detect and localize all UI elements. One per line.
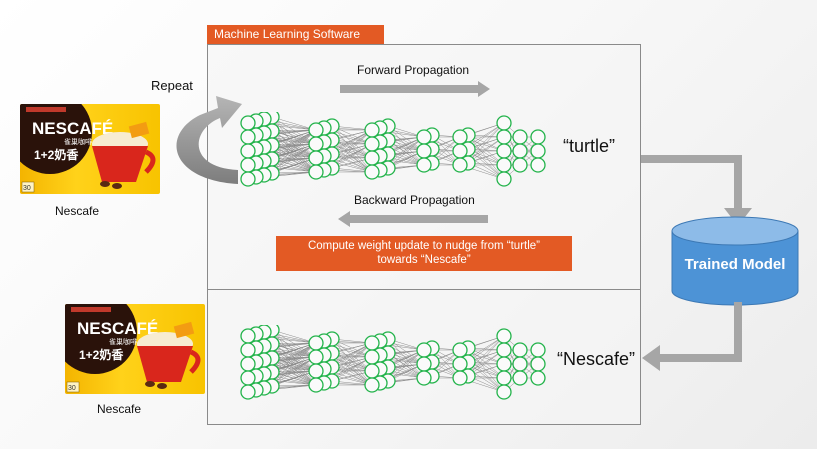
training-input-caption: Nescafe [55, 204, 100, 218]
network-node [496, 129, 512, 145]
network-node [530, 342, 546, 358]
network-node [530, 370, 546, 386]
network-node [452, 370, 468, 386]
network-node [496, 342, 512, 358]
network-node [416, 143, 432, 159]
network-node [308, 335, 324, 351]
network-node [496, 356, 512, 372]
network-node [496, 115, 512, 131]
product-subtitle: 1+2奶香 [79, 347, 123, 362]
neural-network-inference [240, 325, 546, 400]
inference-prediction: “Nescafe” [557, 349, 636, 369]
network-node [240, 356, 256, 372]
network-node [240, 171, 256, 187]
trained-model-label: Trained Model [684, 256, 786, 273]
training-prediction: “turtle” [563, 136, 616, 156]
network-node [240, 143, 256, 159]
product-chinese-brand: 雀巢咖啡 [64, 137, 92, 146]
network-node [308, 377, 324, 393]
network-node [364, 122, 380, 138]
network-node [512, 370, 528, 386]
network-node [364, 150, 380, 166]
product-count: 30 [68, 385, 76, 392]
repeat-arrow-icon [176, 96, 242, 184]
network-node [512, 342, 528, 358]
network-node [452, 342, 468, 358]
network-node [496, 370, 512, 386]
network-node [452, 356, 468, 372]
nescafe-product-image-inference: NESCAFÉ 雀巢咖啡 1+2奶香 30 [65, 304, 205, 394]
network-node [512, 356, 528, 372]
network-edge [387, 136, 425, 169]
to-inference-arrow-icon [642, 302, 742, 371]
product-brand: NESCAFÉ [77, 319, 158, 338]
network-node [364, 349, 380, 365]
network-node [308, 150, 324, 166]
network-node [240, 157, 256, 173]
network-node [364, 136, 380, 152]
network-edge [331, 129, 373, 155]
network-node [240, 342, 256, 358]
network-node [364, 164, 380, 180]
network-edge [387, 349, 425, 382]
network-node [496, 171, 512, 187]
product-chinese-brand: 雀巢咖啡 [109, 337, 137, 346]
network-node [240, 115, 256, 131]
nescafe-product-image-training: NESCAFÉ 雀巢咖啡 1+2奶香 30 [20, 104, 160, 194]
product-subtitle: 1+2奶香 [34, 147, 78, 162]
forward-propagation-label: Forward Propagation [357, 63, 470, 77]
network-node [416, 356, 432, 372]
repeat-label: Repeat [151, 78, 193, 93]
inference-input-caption: Nescafe [97, 402, 142, 416]
network-node [308, 164, 324, 180]
trained-model-cylinder-icon [671, 216, 799, 306]
weight-update-box: Compute weight update to nudge from “tur… [276, 236, 572, 271]
weight-update-line2: towards “Nescafe” [377, 254, 471, 266]
network-node [530, 157, 546, 173]
network-node [416, 129, 432, 145]
network-node [364, 377, 380, 393]
network-node [496, 157, 512, 173]
panel-title: Machine Learning Software [207, 25, 384, 44]
forward-arrow-icon [340, 81, 490, 97]
network-node [452, 143, 468, 159]
network-node [496, 143, 512, 159]
network-node [308, 122, 324, 138]
network-node [512, 143, 528, 159]
backward-propagation-label: Backward Propagation [354, 193, 475, 207]
network-node [416, 342, 432, 358]
network-node [364, 335, 380, 351]
network-node [240, 328, 256, 344]
neural-network-training [240, 112, 546, 187]
network-node [364, 363, 380, 379]
network-edge [331, 356, 373, 382]
weight-update-line1: Compute weight update to nudge from “tur… [307, 240, 541, 252]
network-node [512, 129, 528, 145]
network-node [512, 157, 528, 173]
network-node [240, 370, 256, 386]
network-edge [331, 143, 373, 169]
network-node [496, 328, 512, 344]
network-node [308, 349, 324, 365]
network-node [452, 157, 468, 173]
product-count: 30 [23, 185, 31, 192]
network-node [496, 384, 512, 400]
network-node [240, 384, 256, 400]
backward-arrow-icon [338, 211, 488, 227]
network-node [530, 143, 546, 159]
network-node [416, 370, 432, 386]
network-node [530, 356, 546, 372]
network-node [452, 129, 468, 145]
product-brand: NESCAFÉ [32, 119, 113, 138]
network-node [240, 129, 256, 145]
network-node [416, 157, 432, 173]
network-node [530, 129, 546, 145]
network-edge [331, 342, 373, 368]
network-node [308, 136, 324, 152]
network-node [308, 363, 324, 379]
